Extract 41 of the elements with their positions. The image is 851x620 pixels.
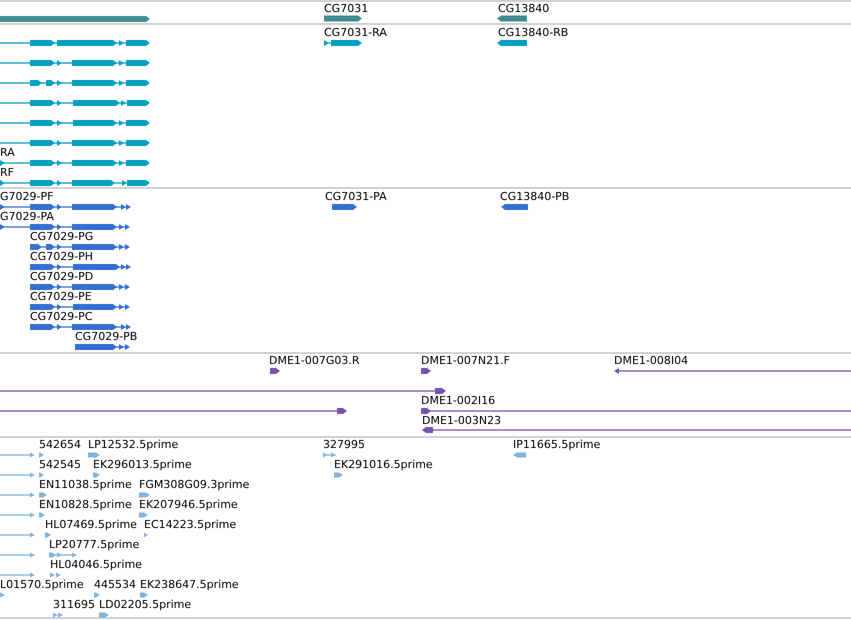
clone-label: DME1-007G03.R xyxy=(269,355,360,367)
est-label: IP11665.5prime xyxy=(513,439,600,451)
est-label: 311695 xyxy=(53,599,95,611)
protein-label: CG7029-PH xyxy=(30,251,94,263)
transcript-label: RF xyxy=(0,167,14,179)
transcript-label: CG7031-RA xyxy=(324,27,387,39)
est-label: L01570.5prime xyxy=(0,579,84,591)
est-label: FGM308G09.3prime xyxy=(139,479,250,491)
est-label: EN10828.5prime xyxy=(39,499,132,511)
transcript-label: CG13840-RB xyxy=(498,27,568,39)
est-label: 542545 xyxy=(39,459,81,471)
clone-label: DME1-008I04 xyxy=(614,355,688,367)
protein-label: CG7031-PA xyxy=(325,191,387,203)
protein-label: CG13840-PB xyxy=(500,191,570,203)
est-label: LP20777.5prime xyxy=(49,539,140,551)
est-label: 327995 xyxy=(323,439,365,451)
est-label: 445534 xyxy=(94,579,136,591)
est-label: EK291016.5prime xyxy=(334,459,433,471)
est-label: LP12532.5prime xyxy=(88,439,178,451)
est-label: 542654 xyxy=(39,439,81,451)
protein-label: CG7029-PC xyxy=(30,311,92,323)
gene-label: CG7031 xyxy=(324,3,368,15)
protein-label: CG7029-PE xyxy=(30,291,92,303)
est-label: HL04046.5prime xyxy=(50,559,142,571)
est-label: HL07469.5prime xyxy=(45,519,137,531)
est-label: EK296013.5prime xyxy=(93,459,192,471)
protein-label: CG7029-PB xyxy=(75,331,138,343)
est-label: EK238647.5prime xyxy=(140,579,239,591)
protein-label: CG7029-PD xyxy=(30,271,94,283)
clone-label: DME1-002I16 xyxy=(421,395,496,407)
gene-label: CG13840 xyxy=(498,3,550,15)
est-label: LD02205.5prime xyxy=(99,599,192,611)
protein-label: G7029-PF xyxy=(0,191,54,203)
est-label: EK207946.5prime xyxy=(139,499,238,511)
clone-label: DME1-003N23 xyxy=(422,415,502,427)
clone-label: DME1-007N21.F xyxy=(421,355,510,367)
protein-label: G7029-PA xyxy=(0,211,54,223)
protein-label: CG7029-PG xyxy=(30,231,94,243)
est-label: EN11038.5prime xyxy=(39,479,132,491)
est-label: EC14223.5prime xyxy=(144,519,236,531)
transcript-label: RA xyxy=(0,147,15,159)
